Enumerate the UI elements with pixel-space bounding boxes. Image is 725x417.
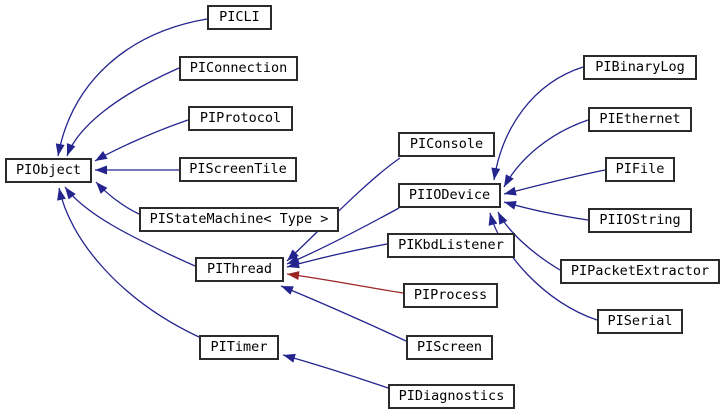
node-PIProcess[interactable]: PIProcess bbox=[403, 283, 498, 308]
node-PIIOString[interactable]: PIIOString bbox=[588, 208, 692, 233]
edge-PITimer-PIObject-public-inheritance bbox=[58, 187, 200, 338]
node-label: PIConnection bbox=[189, 59, 288, 76]
arrowhead-icon-PITimer-PIObject bbox=[57, 188, 66, 201]
edge-PIConsole-PIThread-public-inheritance bbox=[286, 157, 401, 262]
arrowhead-icon-PIDiagnostics-PITimer bbox=[283, 353, 296, 363]
node-label: PIIODevice bbox=[408, 186, 491, 203]
edge-PISerial-PIIODevice-public-inheritance bbox=[489, 212, 598, 321]
node-PIProtocol[interactable]: PIProtocol bbox=[188, 106, 293, 131]
node-label: PICLI bbox=[219, 8, 260, 25]
node-label: PIIOString bbox=[599, 211, 681, 228]
node-label: PIEthernet bbox=[599, 110, 681, 127]
arrowhead-icon-PIConnection-PIObject bbox=[66, 143, 76, 156]
node-PIScreen[interactable]: PIScreen bbox=[406, 335, 493, 360]
node-label: PIConsole bbox=[409, 135, 484, 152]
arrowhead-icon-PIPacketExtractor-PIIODevice bbox=[498, 212, 508, 225]
arrowhead-icon-PIEthernet-PIIODevice bbox=[504, 174, 514, 187]
node-PICLI[interactable]: PICLI bbox=[207, 5, 272, 30]
edge-PIFile-PIIODevice-public-inheritance bbox=[503, 169, 606, 195]
edge-PIProtocol-PIObject-public-inheritance bbox=[94, 119, 189, 162]
edge-PIProcess-PIThread-private-inheritance bbox=[286, 273, 404, 294]
arrowhead-icon-PIStateMachine-PIObject bbox=[96, 182, 108, 194]
arrowhead-icon-PIThread-PIObject bbox=[65, 187, 76, 200]
node-PIConnection[interactable]: PIConnection bbox=[179, 56, 298, 81]
arrowhead-icon-PIScreenTile-PIObject bbox=[95, 165, 107, 175]
arrowhead-icon-PIScreen-PIThread bbox=[281, 286, 294, 295]
arrowhead-icon-PIProcess-PIThread bbox=[287, 271, 300, 281]
node-label: PIPacketExtractor bbox=[570, 262, 710, 279]
node-PITimer[interactable]: PITimer bbox=[199, 335, 279, 360]
edge-PIScreen-PIThread-public-inheritance bbox=[280, 285, 407, 342]
arrowhead-icon-PICLI-PIObject bbox=[55, 143, 65, 156]
node-label: PIFile bbox=[615, 160, 665, 177]
node-PIIODevice[interactable]: PIIODevice bbox=[398, 183, 501, 208]
edge-PIConnection-PIObject-public-inheritance bbox=[66, 67, 180, 157]
edge-PIThread-PIObject-public-inheritance bbox=[64, 186, 196, 267]
node-PIObject[interactable]: PIObject bbox=[5, 158, 92, 183]
arrowhead-icon-PIKbdListener-PIThread bbox=[287, 259, 300, 269]
node-PIEthernet[interactable]: PIEthernet bbox=[588, 107, 692, 132]
node-label: PIProtocol bbox=[199, 109, 282, 126]
node-label: PIScreen bbox=[416, 338, 483, 355]
node-label: PIScreenTile bbox=[189, 160, 287, 177]
node-label: PIObject bbox=[15, 161, 82, 178]
node-label: PIBinaryLog bbox=[595, 58, 685, 75]
node-PIThread[interactable]: PIThread bbox=[195, 257, 284, 282]
edge-PICLI-PIObject-public-inheritance bbox=[57, 18, 208, 157]
node-PIKbdListener[interactable]: PIKbdListener bbox=[387, 233, 515, 258]
arrowhead-icon-PISerial-PIIODevice bbox=[488, 213, 498, 226]
edge-PIDiagnostics-PITimer-public-inheritance bbox=[282, 354, 389, 389]
node-PISerial[interactable]: PISerial bbox=[597, 309, 683, 334]
arrowhead-icon-PIFile-PIIODevice bbox=[504, 186, 517, 196]
node-PIScreenTile[interactable]: PIScreenTile bbox=[179, 157, 297, 182]
node-PIConsole[interactable]: PIConsole bbox=[398, 132, 495, 157]
node-label: PIDiagnostics bbox=[398, 387, 505, 404]
node-PIFile[interactable]: PIFile bbox=[605, 157, 675, 182]
node-label: PIKbdListener bbox=[398, 236, 504, 253]
node-label: PIStateMachine< Type > bbox=[149, 210, 329, 227]
edge-PIIODevice-PIThread-public-inheritance bbox=[286, 207, 400, 265]
node-PIStateMachine[interactable]: PIStateMachine< Type > bbox=[139, 207, 339, 232]
node-PIBinaryLog[interactable]: PIBinaryLog bbox=[583, 55, 697, 80]
edge-PIIOString-PIIODevice-public-inheritance bbox=[503, 201, 589, 221]
node-PIPacketExtractor[interactable]: PIPacketExtractor bbox=[560, 259, 720, 284]
arrowhead-icon-PIIOString-PIIODevice bbox=[504, 201, 517, 210]
node-label: PIThread bbox=[206, 260, 273, 277]
arrowhead-icon-PIConsole-PIThread bbox=[287, 249, 299, 261]
node-label: PISerial bbox=[607, 312, 673, 329]
node-label: PIProcess bbox=[413, 286, 488, 303]
edge-PIBinaryLog-PIIODevice-public-inheritance bbox=[493, 66, 584, 181]
arrowhead-icon-PIProtocol-PIObject bbox=[95, 151, 108, 161]
node-PIDiagnostics[interactable]: PIDiagnostics bbox=[388, 384, 515, 409]
arrowhead-icon-PIBinaryLog-PIIODevice bbox=[491, 167, 501, 180]
node-label: PITimer bbox=[210, 338, 268, 355]
